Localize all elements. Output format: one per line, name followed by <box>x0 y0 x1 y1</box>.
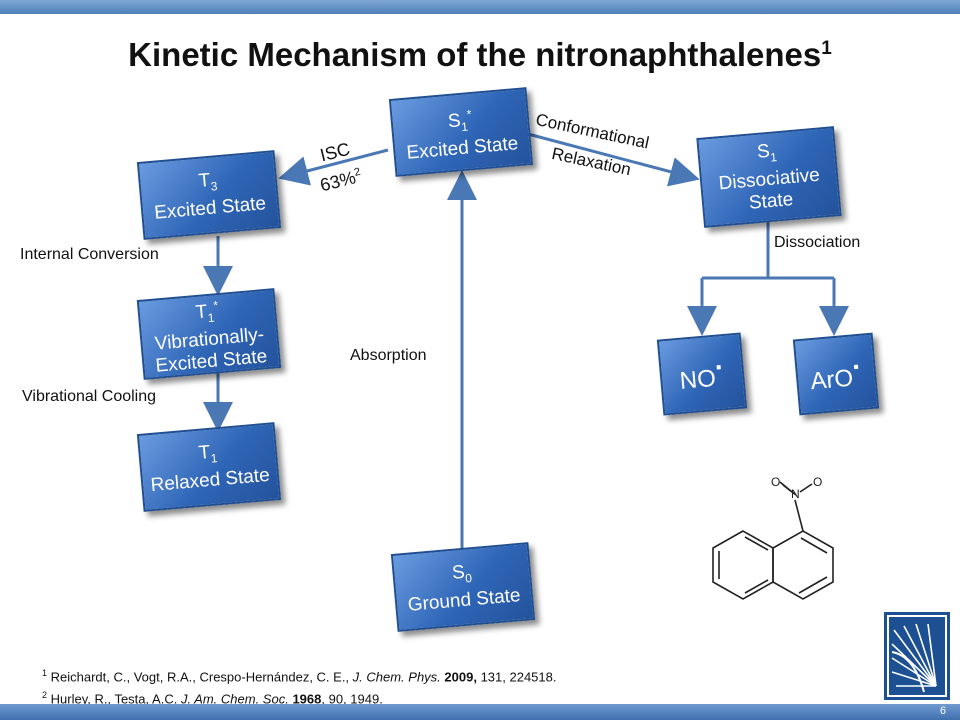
page-number: 6 <box>939 705 946 717</box>
no-radical-label: NO <box>678 364 717 395</box>
t1-vib-superscript: * <box>212 298 219 313</box>
reference-2: 2 Hurley, R., Testa, A.C. J. Am. Chem. S… <box>42 690 383 707</box>
s0-subscript: 0 <box>464 571 473 586</box>
s1-subscript: 1 <box>460 119 469 134</box>
top-banner <box>0 0 960 14</box>
vibrational-cooling-label: Vibrational Cooling <box>22 388 157 405</box>
s1-dissociative-subscript: 1 <box>769 150 778 165</box>
s1-excited-label: Excited State <box>405 133 520 164</box>
nitronaphthalene-structure <box>712 481 834 600</box>
t3-excited-label: Excited State <box>153 193 267 224</box>
s1-superscript: * <box>466 106 473 122</box>
dissociation-label: Dissociation <box>774 234 861 251</box>
atom-o1: O <box>771 475 780 489</box>
s1-dissociative-state-box: S1 Dissociative State <box>696 126 842 228</box>
title-reference-mark: 1 <box>821 38 832 59</box>
s1-symbol: S <box>447 110 462 133</box>
absorption-label: Absorption <box>350 347 427 364</box>
aro-radical-box: ArO· <box>792 332 880 416</box>
references: 1 Reichardt, C., Vogt, R.A., Crespo-Hern… <box>42 664 557 709</box>
t1-vib-symbol: T <box>194 301 209 324</box>
page-title: Kinetic Mechanism of the nitronaphthalen… <box>0 36 960 74</box>
s1-dissociative-label-line3: State <box>748 188 795 214</box>
aro-radical-dot: · <box>850 350 863 383</box>
bottom-banner: 6 <box>0 704 960 720</box>
internal-conversion-label: Internal Conversion <box>20 246 159 263</box>
t1-relaxed-state-box: T1 Relaxed State <box>136 422 282 512</box>
t1-vib-subscript: 1 <box>207 310 216 326</box>
isc-arrow <box>278 148 389 186</box>
s0-ground-label: Ground State <box>406 584 522 616</box>
no-radical-dot: · <box>713 350 726 383</box>
t3-excited-state-box: T3 Excited State <box>136 150 282 240</box>
s1-excited-state-box: S1* Excited State <box>388 87 534 177</box>
t1-vibrationally-excited-state-box: T1* Vibrationally- Excited State <box>136 288 282 380</box>
sunburst-logo-icon <box>887 615 947 697</box>
s0-ground-state-box: S0 Ground State <box>390 542 536 632</box>
t1-subscript: 1 <box>210 451 219 466</box>
t1-relaxed-label: Relaxed State <box>149 464 271 497</box>
s1-dissociative-symbol: S <box>756 140 771 163</box>
t3-subscript: 3 <box>210 179 219 194</box>
conformational-relaxation-arrow <box>527 132 700 187</box>
atom-n: N <box>791 487 800 501</box>
aro-radical-label: ArO <box>809 364 855 395</box>
atom-o2: O <box>813 475 822 489</box>
s0-symbol: S <box>451 561 466 584</box>
no-radical-box: NO· <box>656 332 748 416</box>
institution-logo <box>884 612 950 700</box>
title-text: Kinetic Mechanism of the nitronaphthalen… <box>128 36 822 73</box>
reference-1: 1 Reichardt, C., Vogt, R.A., Crespo-Hern… <box>42 668 557 685</box>
